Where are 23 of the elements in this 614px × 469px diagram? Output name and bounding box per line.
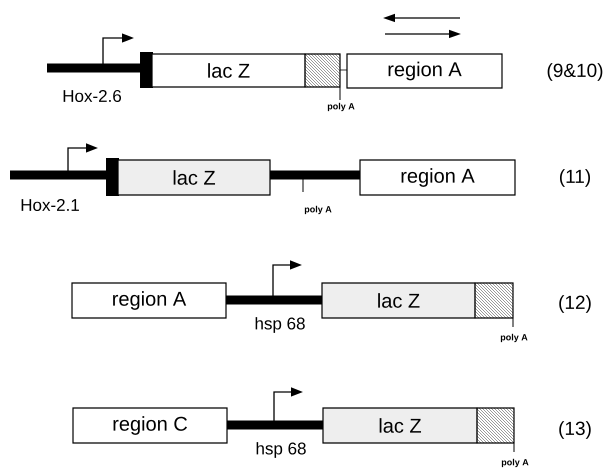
gene-box: region C <box>72 407 228 444</box>
gene-label: hsp 68 <box>256 317 305 333</box>
construct-number: (12) <box>559 295 591 313</box>
polya-label: poly A <box>500 334 528 342</box>
gene-box: region A <box>71 282 227 319</box>
polya-box <box>474 282 514 319</box>
construct-number: (9&10) <box>548 63 602 81</box>
gene-label: Hox-2.6 <box>64 90 122 102</box>
construct-number: (13) <box>559 421 591 439</box>
gene-label: hsp 68 <box>256 442 306 458</box>
polya-label: poly A <box>304 206 332 214</box>
polya-label: poly A <box>502 458 528 468</box>
gene-box: region A <box>359 159 516 196</box>
gene-box: lac Z <box>151 53 306 88</box>
polya-box <box>476 407 515 444</box>
gene-box: region A <box>346 53 503 89</box>
gene-box: lac Z <box>117 159 271 196</box>
polya-label: poly A <box>328 102 354 112</box>
polya-box <box>304 53 341 88</box>
construct-number: (11) <box>560 169 590 187</box>
gene-box: lac Z <box>321 282 476 319</box>
gene-label: Hox-2.1 <box>22 198 79 212</box>
gene-box: lac Z <box>322 407 478 444</box>
